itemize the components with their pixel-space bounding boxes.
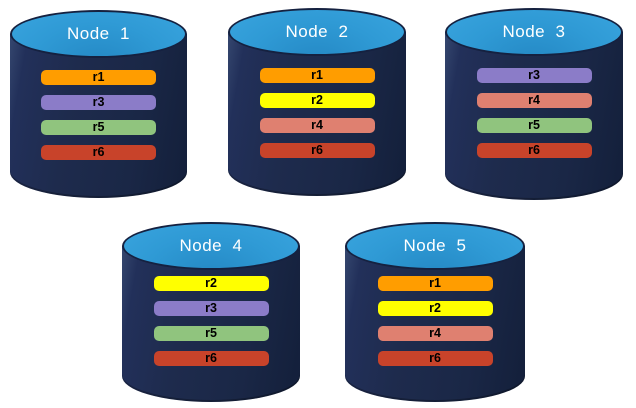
cylinder-top: [10, 10, 187, 58]
node-cylinder-5: Node 5 r1 r2 r4 r6: [345, 222, 525, 402]
replica-bar: r5: [41, 120, 156, 135]
replica-bar: r4: [377, 326, 493, 341]
cylinder-top: [445, 8, 623, 56]
replica-bar: r4: [476, 93, 592, 108]
node-label: Node 2: [285, 22, 349, 41]
replica-bar: r5: [476, 118, 592, 133]
node-cylinder-3: Node 3 r3 r4 r5 r6: [445, 8, 623, 200]
replica-bar: r1: [377, 276, 493, 291]
cylinder-body: [445, 32, 623, 200]
replica-bar: r3: [41, 95, 156, 110]
replica-list: r3 r4 r5 r6: [445, 68, 623, 158]
cylinder-body: [345, 246, 525, 402]
cylinder-top: [122, 222, 300, 270]
replica-bar: r6: [259, 143, 375, 158]
cylinder-top: [345, 222, 525, 270]
replica-bar: r6: [153, 351, 269, 366]
replica-bar: r4: [259, 118, 375, 133]
replica-bar: r2: [259, 93, 375, 108]
replica-bar: r3: [476, 68, 592, 83]
replica-bar: r2: [377, 301, 493, 316]
cylinder-body: [10, 34, 187, 198]
replica-bar: r6: [41, 145, 156, 160]
replica-bar: r1: [41, 70, 156, 85]
replica-bar: r1: [259, 68, 375, 83]
replica-list: r1 r3 r5 r6: [10, 70, 187, 160]
replica-bar: r6: [476, 143, 592, 158]
cylinder-body: [228, 32, 406, 196]
node-cylinder-4: Node 4 r2 r3 r5 r6: [122, 222, 300, 402]
node-cylinder-2: Node 2 r1 r2 r4 r6: [228, 8, 406, 196]
replica-list: r1 r2 r4 r6: [228, 68, 406, 158]
node-label: Node 5: [403, 236, 467, 255]
replica-bar: r2: [153, 276, 269, 291]
node-label: Node 4: [179, 236, 243, 255]
replica-bar: r6: [377, 351, 493, 366]
replica-list: r2 r3 r5 r6: [122, 276, 300, 366]
replica-bar: r3: [153, 301, 269, 316]
node-cylinder-1: Node 1 r1 r3 r5 r6: [10, 10, 187, 198]
node-label: Node 1: [66, 24, 131, 43]
cylinder-body: [122, 246, 300, 402]
cylinder-top: [228, 8, 406, 56]
node-label: Node 3: [502, 22, 566, 41]
replica-list: r1 r2 r4 r6: [345, 276, 525, 366]
replica-bar: r5: [153, 326, 269, 341]
